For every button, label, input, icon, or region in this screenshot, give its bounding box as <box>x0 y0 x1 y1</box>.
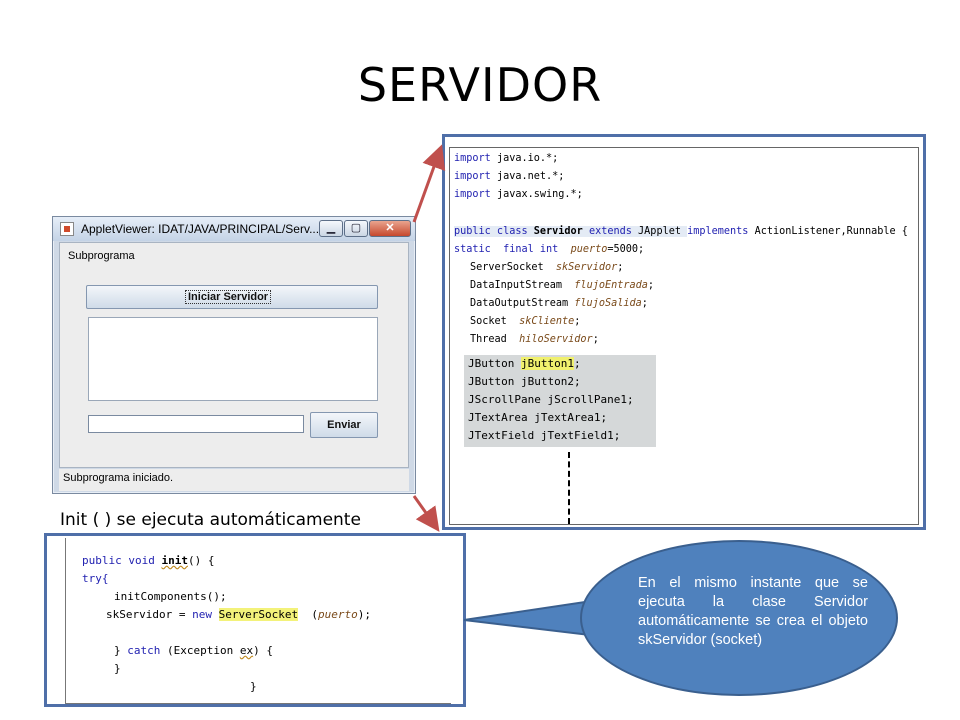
code-editor-area: import java.io.*; import java.net.*; imp… <box>449 147 919 525</box>
code-line-jscrollpane: JScrollPane jScrollPane1; <box>468 393 634 406</box>
code-line-catch: } catch (Exception ex) { <box>114 644 273 657</box>
code-line-jbutton1: JButton jButton1; <box>468 357 581 370</box>
init-method-code-panel: public void init() { try{ initComponents… <box>44 533 466 707</box>
code-line-import-swing: import javax.swing.*; <box>454 189 583 200</box>
applet-viewer-window: AppletViewer: IDAT/JAVA/PRINCIPAL/Serv..… <box>52 216 416 494</box>
callout-text: En el mismo instante que se ejecuta la c… <box>638 575 868 648</box>
code-line-try: try{ <box>82 572 109 585</box>
callout-bubble <box>580 540 898 696</box>
code-line-init-components: initComponents(); <box>114 590 227 603</box>
code-line-import-io: import java.io.*; <box>454 153 559 164</box>
code-line-method-close: } <box>250 680 257 693</box>
code-line-server-socket: ServerSocket skServidor; <box>470 262 624 273</box>
code-line-jbutton2: JButton jButton2; <box>468 375 581 388</box>
window-titlebar[interactable]: AppletViewer: IDAT/JAVA/PRINCIPAL/Serv..… <box>53 217 415 241</box>
arrow-to-init-code <box>412 495 440 532</box>
message-input[interactable] <box>88 415 304 433</box>
code-line-class-declaration: public class Servidor extends JApplet im… <box>454 226 908 237</box>
start-server-button-label: Iniciar Servidor <box>185 290 272 304</box>
java-app-icon <box>60 222 74 236</box>
applet-panel: Subprograma Iniciar Servidor Enviar <box>59 242 409 468</box>
window-title: AppletViewer: IDAT/JAVA/PRINCIPAL/Serv..… <box>81 222 320 236</box>
send-button[interactable]: Enviar <box>310 412 378 438</box>
code-line-new-server-socket: skServidor = new ServerSocket (puerto); <box>106 608 371 621</box>
init-caption: Init ( ) se ejecuta automáticamente <box>60 510 361 530</box>
close-button[interactable]: ✕ <box>369 220 411 237</box>
code-line-static-port: static final int puerto=5000; <box>454 244 645 255</box>
code-line-jtextfield: JTextField jTextField1; <box>468 429 621 442</box>
maximize-button[interactable]: ▢ <box>344 220 368 237</box>
code-line-import-net: import java.net.*; <box>454 171 565 182</box>
code-line-thread: Thread hiloServidor; <box>470 334 599 345</box>
code-editor-area: public void init() { try{ initComponents… <box>65 538 451 704</box>
code-line-catch-close: } <box>114 662 121 675</box>
continuation-dashes <box>568 452 570 524</box>
code-line-init-signature: public void init() { <box>82 554 215 567</box>
minimize-button[interactable]: ▁ <box>319 220 343 237</box>
start-server-button[interactable]: Iniciar Servidor <box>86 285 378 309</box>
arrow-to-class-code <box>412 144 446 223</box>
swing-components-block <box>464 355 656 447</box>
code-line-jtextarea: JTextArea jTextArea1; <box>468 411 608 424</box>
code-line-data-output-stream: DataOutputStream flujoSalida; <box>470 298 648 309</box>
status-bar: Subprograma iniciado. <box>59 469 409 491</box>
message-text-area[interactable] <box>88 317 378 401</box>
code-line-socket: Socket skCliente; <box>470 316 581 327</box>
slide-title: SERVIDOR <box>357 58 603 112</box>
class-declaration-code-panel: import java.io.*; import java.net.*; imp… <box>442 134 926 530</box>
code-line-data-input-stream: DataInputStream flujoEntrada; <box>470 280 655 291</box>
applet-label: Subprograma <box>68 250 135 262</box>
